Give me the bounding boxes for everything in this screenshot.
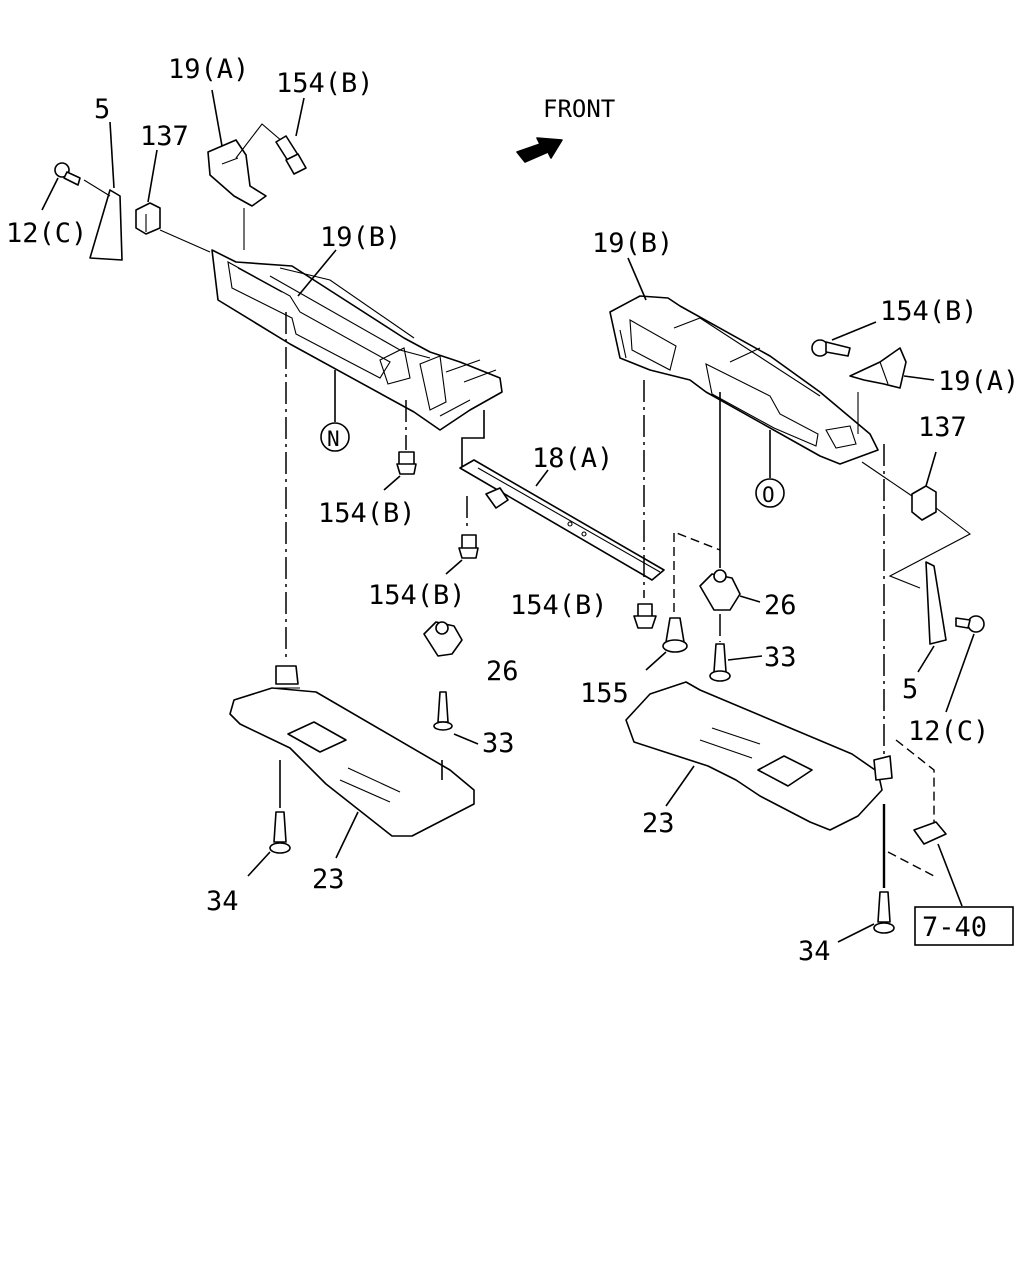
label-12c-left: 12(C) [6, 218, 87, 249]
bracket-5-right [925, 561, 947, 645]
label-5-right: 5 [902, 674, 918, 705]
sunvisor-23-right [625, 681, 893, 831]
hook-26-left [423, 621, 463, 657]
label-154b-low-left: 154(B) [368, 580, 466, 611]
screw-34-left [269, 811, 291, 854]
fastener-155 [662, 617, 688, 653]
label-n: N [327, 427, 340, 451]
holder-19b-left [211, 249, 503, 431]
screw-12c-left [54, 162, 81, 186]
label-19b-left: 19(B) [320, 222, 401, 253]
screw-34-right [873, 891, 895, 934]
label-23-right: 23 [642, 808, 675, 839]
reinforcement-18a [459, 459, 665, 581]
bolt-154b-mid-left [396, 451, 417, 475]
bracket-5-left [89, 189, 123, 261]
label-155: 155 [580, 678, 629, 709]
label-26-right: 26 [764, 590, 797, 621]
label-o: O [762, 483, 775, 507]
bolt-154b-low-left [458, 534, 479, 559]
label-34-right: 34 [798, 936, 831, 967]
marker-o [755, 478, 785, 508]
label-26-left: 26 [486, 656, 519, 687]
label-5-left: 5 [94, 94, 110, 125]
screw-12c-right [955, 615, 985, 633]
label-33-left: 33 [482, 728, 515, 759]
clip-7-40 [913, 821, 947, 845]
marker-n [320, 422, 350, 452]
label-34-left: 34 [206, 886, 239, 917]
screw-33-left [433, 691, 453, 731]
label-18a: 18(A) [532, 443, 613, 474]
bolt-154b-right [633, 603, 657, 629]
bracket-19a-right [849, 347, 907, 389]
label-154b-top-left: 154(B) [276, 68, 374, 99]
ref-box [914, 906, 1014, 946]
label-19b-right: 19(B) [592, 228, 673, 259]
clip-137-right [911, 485, 937, 521]
clip-137-left [135, 202, 161, 235]
label-12c-right: 12(C) [908, 716, 989, 747]
label-154b-mid-left: 154(B) [318, 498, 416, 529]
label-19a-left: 19(A) [168, 54, 249, 85]
label-19a-right: 19(A) [938, 366, 1019, 397]
hook-26-right [699, 569, 741, 611]
front-label: FRONT [543, 95, 615, 123]
label-33-right: 33 [764, 642, 797, 673]
screw-33-right [709, 643, 731, 682]
label-137-left: 137 [140, 121, 189, 152]
label-137-right: 137 [918, 412, 967, 443]
label-23-left: 23 [312, 864, 345, 895]
sunvisor-23-left [229, 665, 475, 837]
label-154b-top-right: 154(B) [880, 296, 978, 327]
bracket-19a-left [207, 139, 267, 207]
front-arrow-icon [516, 137, 563, 163]
holder-19b-right [609, 295, 879, 465]
label-154b-right: 154(B) [510, 590, 608, 621]
bolt-154b-top-left [275, 135, 307, 175]
ref-box-label: 7-40 [922, 912, 987, 943]
bolt-154b-top-right [811, 339, 851, 357]
